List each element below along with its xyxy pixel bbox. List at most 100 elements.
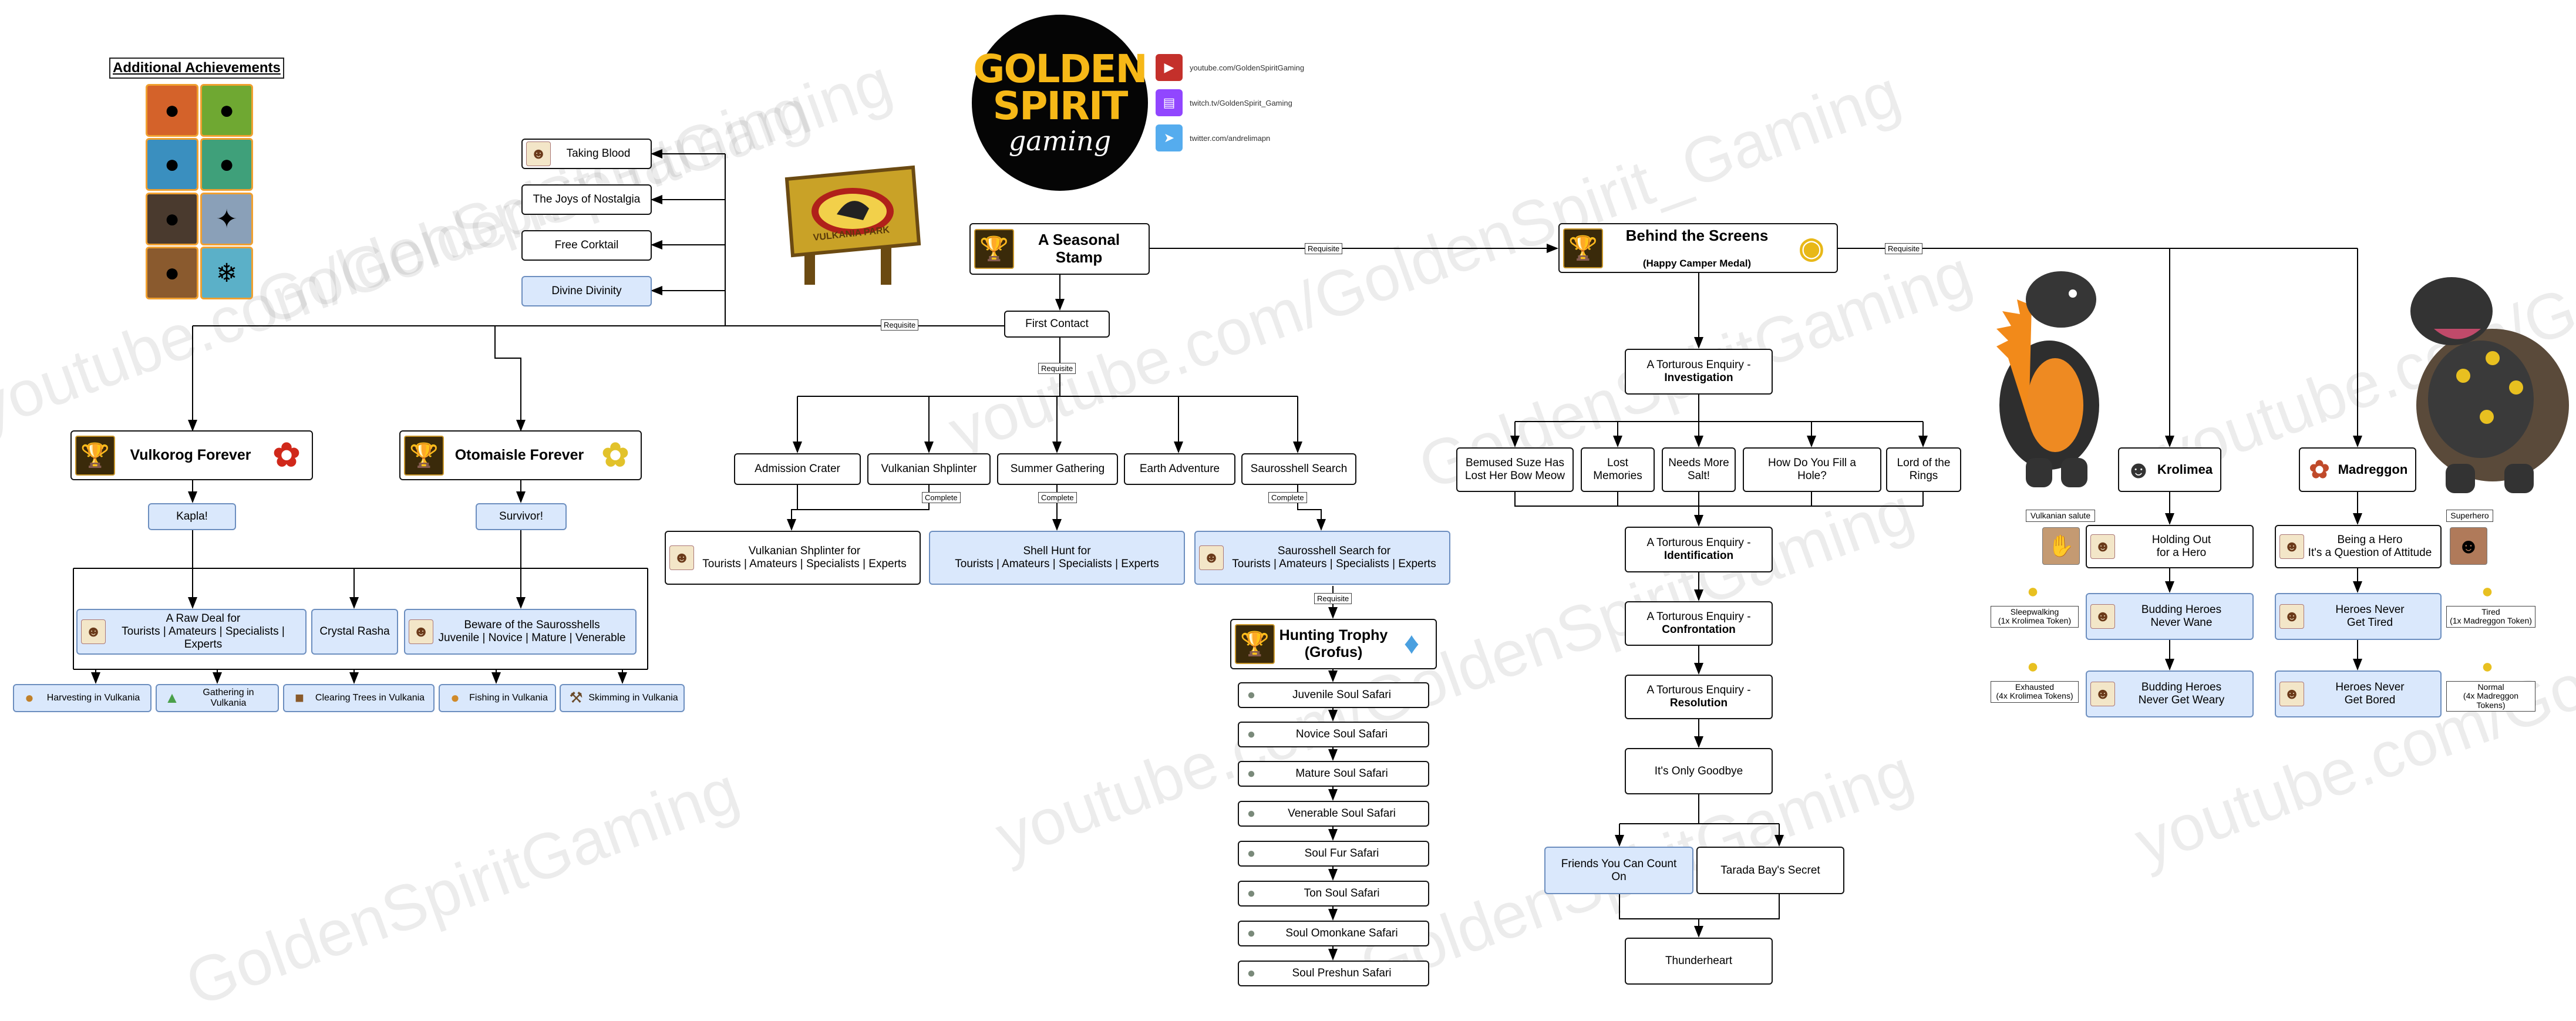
behind-the-screens-node[interactable]: 🏆 Behind the Screens (Happy Camper Medal…: [1558, 223, 1838, 273]
beware-saurosshells-node[interactable]: ☻ Beware of the Saurosshells Juvenile | …: [404, 609, 637, 655]
needs-more-salt-node[interactable]: Needs More Salt!: [1662, 447, 1736, 492]
investigation-node[interactable]: A Torturous Enquiry -Investigation: [1625, 349, 1773, 395]
being-a-hero-node[interactable]: ☻ Being a Hero It's a Question of Attitu…: [2275, 525, 2442, 568]
friends-you-can-count-on-node[interactable]: Friends You Can Count On: [1544, 847, 1693, 894]
normal-note: Normal (4x Madreggon Tokens): [2446, 681, 2535, 712]
achievement-green-icon: ●: [200, 84, 253, 137]
achievement-fire-icon: ●: [146, 84, 198, 137]
twitch-icon: ▤: [1156, 89, 1183, 116]
safari-node[interactable]: ● Mature Soul Safari: [1238, 761, 1429, 787]
seasonal-stamp-node[interactable]: 🏆 A Seasonal Stamp: [969, 223, 1150, 275]
safari-node[interactable]: ● Soul Omonkane Safari: [1238, 921, 1429, 946]
skimming-node[interactable]: ⚒ Skimming in Vulkania: [560, 684, 685, 712]
fish-icon: ●: [450, 689, 460, 707]
node-label: Harvesting in Vulkania: [46, 692, 140, 703]
harvesting-node[interactable]: ● Harvesting in Vulkania: [13, 684, 151, 712]
node-label: Admission Crater: [755, 463, 840, 476]
vulkanian-shplinter-for-node[interactable]: ☻ Vulkanian Shplinter for Tourists | Ama…: [665, 531, 921, 585]
dark-turtle-dragon-icon: [2410, 277, 2569, 493]
madreggon-node[interactable]: ✿ Madreggon: [2299, 447, 2416, 492]
confrontation-node[interactable]: A Torturous Enquiry -Confrontation: [1625, 601, 1773, 646]
enquiry-stage: Investigation: [1664, 372, 1733, 384]
shell-hunt-for-node[interactable]: Shell Hunt for Tourists | Amateurs | Spe…: [929, 531, 1185, 585]
orange-dragon-icon: [1996, 271, 2099, 487]
summer-gathering-node[interactable]: Summer Gathering: [997, 453, 1118, 485]
saurosshell-search-node[interactable]: Saurosshell Search: [1241, 453, 1356, 485]
social-youtube-text: youtube.com/GoldenSpiritGaming: [1190, 63, 1305, 72]
superhero-note: Superhero: [2446, 510, 2493, 523]
hunting-trophy-node[interactable]: 🏆 Hunting Trophy (Grofus) ♦: [1230, 619, 1437, 669]
admission-crater-node[interactable]: Admission Crater: [734, 453, 861, 485]
youtube-icon: ▶: [1156, 54, 1183, 81]
soul-stone-icon: ●: [1247, 806, 1256, 822]
how-do-you-fill-a-hole-node[interactable]: How Do You Fill a Hole?: [1743, 447, 1881, 492]
lost-memories-node[interactable]: Lost Memories: [1581, 447, 1655, 492]
node-label: Thunderheart: [1665, 955, 1733, 968]
vulkanian-salute-note: Vulkanian salute: [2026, 510, 2095, 523]
first-contact-node[interactable]: First Contact: [1004, 311, 1110, 338]
safari-node[interactable]: ● Soul Fur Safari: [1238, 841, 1429, 867]
joys-of-nostalgia-node[interactable]: The Joys of Nostalgia: [521, 184, 652, 215]
krolimea-icon: ☻: [2125, 455, 2152, 483]
pickaxe-icon: ⚒: [569, 689, 583, 707]
lord-of-the-rings-node[interactable]: Lord of the Rings: [1886, 447, 1961, 492]
earth-adventure-node[interactable]: Earth Adventure: [1124, 453, 1235, 485]
flask-icon: ▲: [164, 689, 180, 707]
free-corktail-node[interactable]: Free Corktail: [521, 230, 652, 261]
safari-node[interactable]: ● Soul Preshun Safari: [1238, 961, 1429, 986]
connector-lines: [73, 149, 2362, 961]
safari-node[interactable]: ● Ton Soul Safari: [1238, 881, 1429, 907]
social-twitch[interactable]: ▤ twitch.tv/GoldenSpirit_Gaming: [1156, 89, 1292, 116]
vulkanian-shplinter-node[interactable]: Vulkanian Shplinter: [867, 453, 991, 485]
node-label: Saurosshell Search: [1250, 463, 1348, 476]
saurosshell-search-for-node[interactable]: ☻ Saurosshell Search for Tourists | Amat…: [1194, 531, 1450, 585]
thunderheart-node[interactable]: Thunderheart: [1625, 938, 1773, 985]
achievement-icon: ☻: [669, 545, 694, 570]
gathering-node[interactable]: ▲ Gathering in Vulkania: [156, 684, 279, 712]
resolution-node[interactable]: A Torturous Enquiry -Resolution: [1625, 675, 1773, 719]
vulkorog-forever-node[interactable]: 🏆 Vulkorog Forever ✿: [70, 430, 313, 480]
social-youtube[interactable]: ▶ youtube.com/GoldenSpiritGaming: [1156, 54, 1304, 81]
node-label: Friends You Can Count On: [1561, 857, 1677, 883]
node-label: A Seasonal Stamp: [1038, 231, 1120, 266]
heroes-never-get-bored-node[interactable]: ☻ Heroes Never Get Bored: [2275, 670, 2442, 717]
trophy-icon: 🏆: [75, 435, 115, 476]
tarada-bays-secret-node[interactable]: Tarada Bay's Secret: [1696, 847, 1844, 894]
budding-heroes-never-wane-node[interactable]: ☻ Budding Heroes Never Wane: [2086, 593, 2254, 640]
node-label: Vulkorog Forever: [130, 447, 251, 464]
survivor-node[interactable]: Survivor!: [476, 503, 567, 530]
divine-divinity-node[interactable]: Divine Divinity: [521, 276, 652, 306]
identification-node[interactable]: A Torturous Enquiry -Identification: [1625, 527, 1773, 572]
safari-node[interactable]: ● Novice Soul Safari: [1238, 722, 1429, 747]
node-label: Madreggon: [2338, 462, 2408, 477]
crystal-rasha-node[interactable]: Crystal Rasha: [311, 609, 398, 655]
node-label: A Torturous Enquiry -Confrontation: [1631, 611, 1767, 636]
twitter-icon: ➤: [1156, 124, 1183, 151]
vulkania-park-sign-icon: [784, 165, 921, 285]
fishing-node[interactable]: ● Fishing in Vulkania: [439, 684, 556, 712]
node-label: Clearing Trees in Vulkania: [315, 692, 425, 703]
clearing-trees-node[interactable]: ■ Clearing Trees in Vulkania: [283, 684, 435, 712]
token-icon: ●: [2481, 579, 2494, 602]
its-only-goodbye-node[interactable]: It's Only Goodbye: [1625, 748, 1773, 794]
safari-node[interactable]: ● Venerable Soul Safari: [1238, 801, 1429, 827]
bemused-suze-node[interactable]: Bemused Suze Has Lost Her Bow Meow: [1456, 447, 1574, 492]
enquiry-stage: Identification: [1664, 550, 1734, 562]
node-label: Needs More Salt!: [1668, 457, 1729, 482]
node-label: A Raw Deal for Tourists | Amateurs | Spe…: [122, 612, 285, 651]
taking-blood-node[interactable]: ☻ Taking Blood: [521, 139, 652, 169]
budding-heroes-never-get-weary-node[interactable]: ☻ Budding Heroes Never Get Weary: [2086, 670, 2254, 717]
kapla-node[interactable]: Kapla!: [148, 503, 236, 530]
bread-icon: ●: [25, 689, 34, 707]
otomaisle-forever-node[interactable]: 🏆 Otomaisle Forever ✿: [399, 430, 642, 480]
complete-label: Complete: [1268, 492, 1307, 503]
node-label: Tarada Bay's Secret: [1720, 864, 1820, 877]
raw-deal-node[interactable]: ☻ A Raw Deal for Tourists | Amateurs | S…: [76, 609, 307, 655]
node-label: Vulkanian Shplinter: [881, 463, 977, 476]
holding-out-for-a-hero-node[interactable]: ☻ Holding Out for a Hero: [2086, 525, 2254, 568]
safari-node[interactable]: ● Juvenile Soul Safari: [1238, 682, 1429, 708]
achievement-icon: ☻: [2279, 682, 2304, 706]
heroes-never-get-tired-node[interactable]: ☻ Heroes Never Get Tired: [2275, 593, 2442, 640]
krolimea-node[interactable]: ☻ Krolimea: [2118, 447, 2221, 492]
social-twitter[interactable]: ➤ twitter.com/andrelimapn: [1156, 124, 1270, 151]
